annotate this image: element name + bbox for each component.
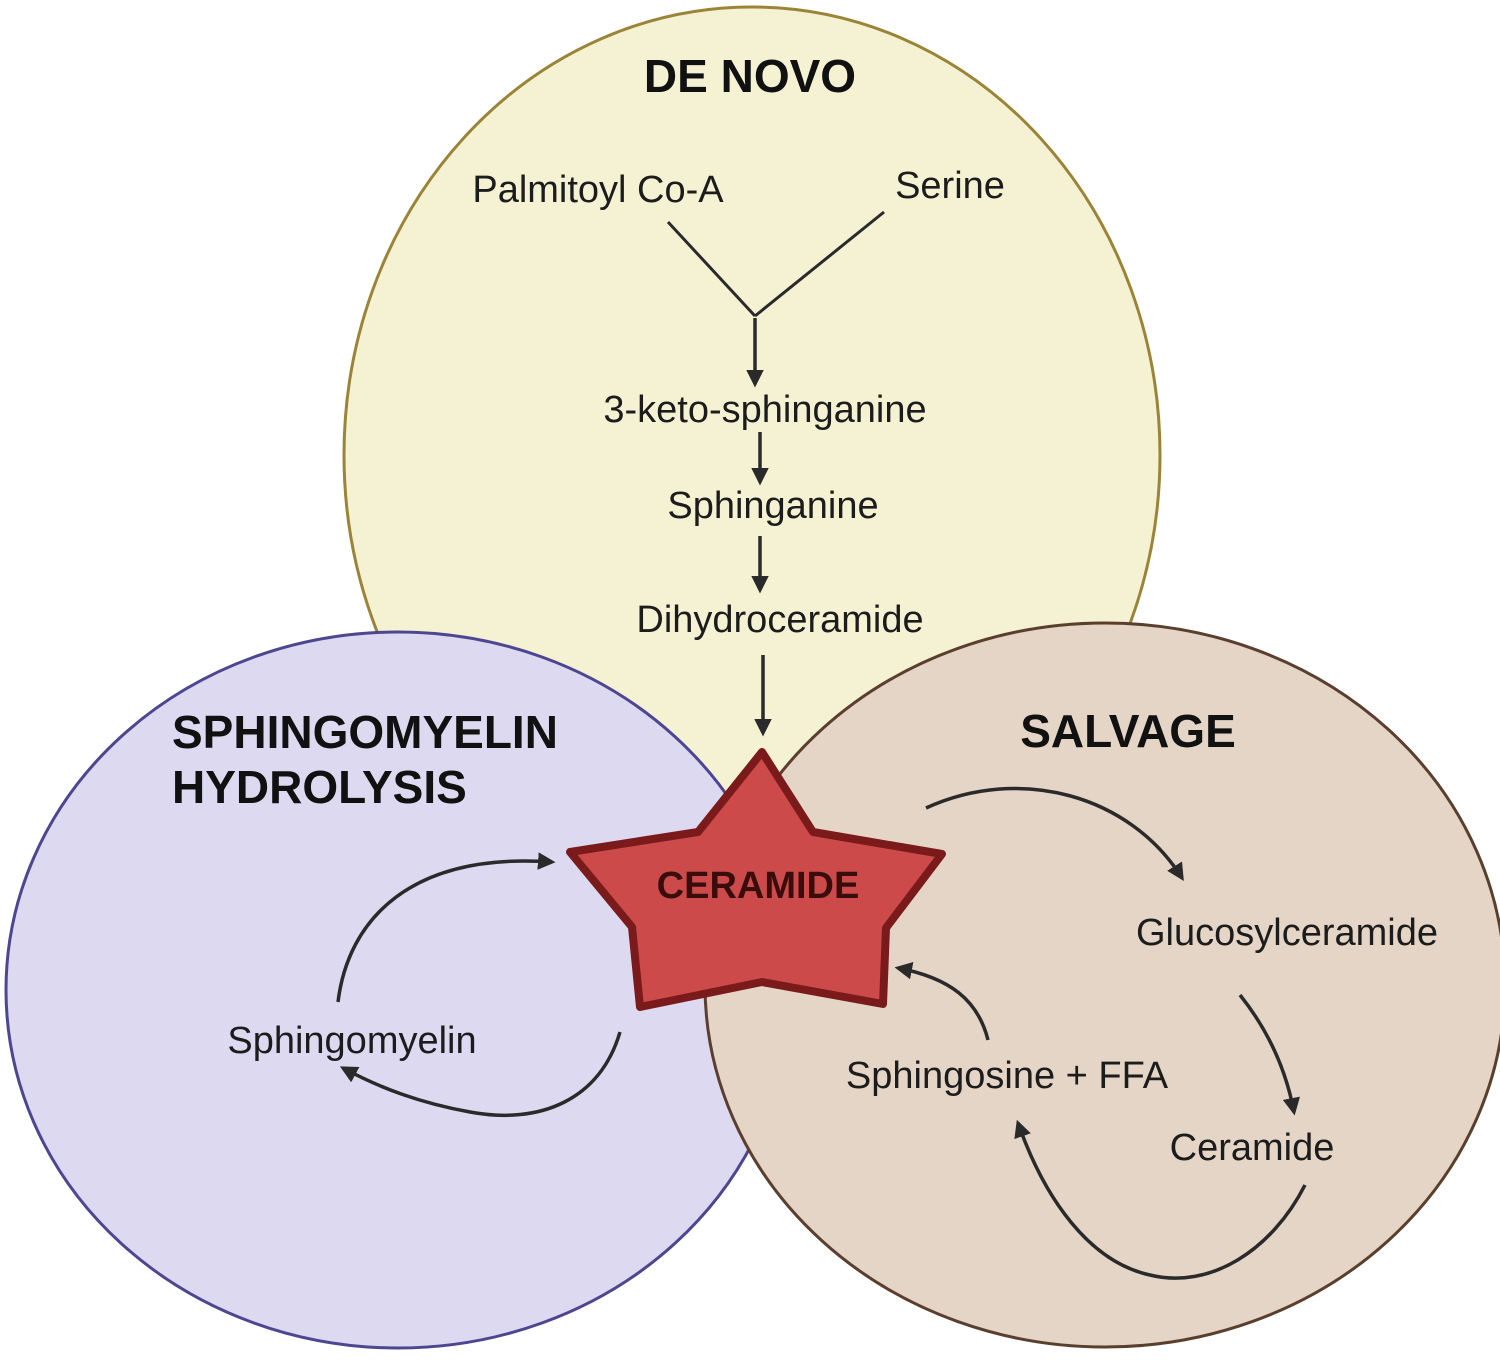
sphingomyelin-label: Sphingomyelin bbox=[227, 1020, 476, 1062]
arrow-ceramide-to-sphingosine bbox=[1014, 1119, 1307, 1280]
sphingosine-ffa-label: Sphingosine + FFA bbox=[846, 1055, 1169, 1097]
sphinganine-label: Sphinganine bbox=[667, 485, 878, 527]
serine-junction-line bbox=[754, 210, 885, 318]
dihydroceramide-label: Dihydroceramide bbox=[636, 599, 923, 641]
ceramide-center-label: CERAMIDE bbox=[657, 865, 860, 907]
salvage-ceramide-label: Ceramide bbox=[1170, 1127, 1335, 1169]
de-novo-title: DE NOVO bbox=[644, 50, 856, 102]
ceramide-star bbox=[566, 748, 946, 1011]
arrow-ceramide-to-sphingomyelin bbox=[339, 1031, 622, 1117]
glucosylceramide-label: Glucosylceramide bbox=[1136, 912, 1438, 954]
serine-label: Serine bbox=[895, 165, 1005, 207]
arrow-ceramide-to-glucosylceramide bbox=[925, 786, 1184, 881]
3-keto-sphinganine-label: 3-keto-sphinganine bbox=[603, 389, 926, 431]
arrow-sphingomyelin-to-ceramide bbox=[336, 852, 556, 1003]
palmitoyl-coa-label: Palmitoyl Co-A bbox=[472, 169, 724, 211]
palmitoyl-junction-line bbox=[666, 220, 757, 318]
arrow-sphingosine-to-ceramide bbox=[894, 962, 990, 1041]
salvage-title: SALVAGE bbox=[1020, 705, 1236, 757]
hydrolysis-title-line2: HYDROLYSIS bbox=[172, 761, 467, 813]
arrow-glucosylceramide-to-ceramide bbox=[1238, 993, 1300, 1116]
hydrolysis-title-line1: SPHINGOMYELIN bbox=[172, 706, 558, 758]
